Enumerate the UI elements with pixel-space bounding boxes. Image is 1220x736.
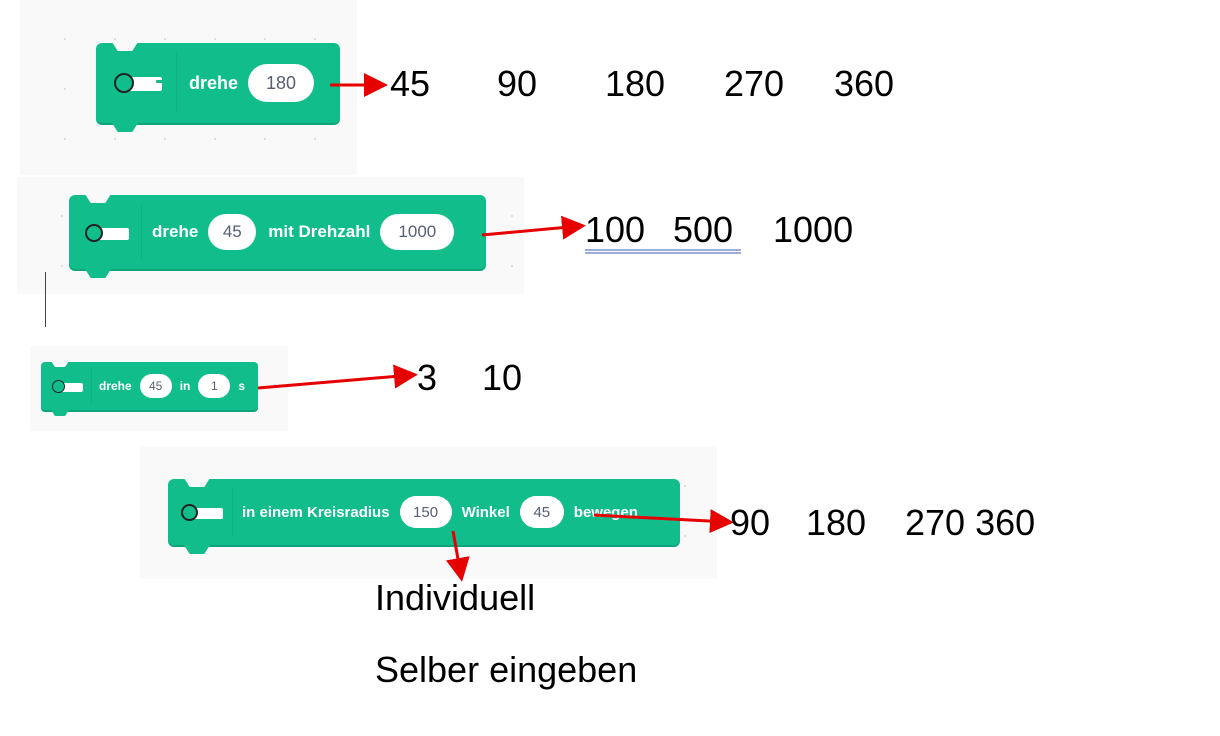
- turn-time-angle-input[interactable]: 45: [139, 374, 172, 398]
- speed-label: mit Drehzahl: [268, 222, 371, 241]
- robot-distance-sensor-icon: [49, 377, 83, 395]
- angle-option: 180: [806, 502, 867, 543]
- robot-distance-sensor-icon: [110, 68, 164, 98]
- angle-label: Winkel: [461, 503, 510, 521]
- radius-note-enter-yourself: Selber eingeben: [375, 649, 638, 690]
- arrow-time-options: [257, 364, 418, 390]
- robot-distance-sensor-icon: [81, 219, 131, 245]
- circle-angle-input[interactable]: 45: [519, 496, 564, 528]
- arrow-radius-note: [446, 530, 470, 582]
- speed-option: 1000: [773, 209, 854, 250]
- turn-speed-angle-input[interactable]: 45: [208, 214, 257, 250]
- angle-option: 90: [730, 502, 771, 543]
- turn-time-label: drehe: [99, 379, 132, 393]
- radius-input[interactable]: 150: [399, 496, 452, 528]
- speed-option: 500: [673, 209, 734, 250]
- seconds-unit-label: s: [238, 379, 246, 393]
- turn-option: 360: [834, 63, 895, 104]
- time-input[interactable]: 1: [198, 374, 231, 398]
- circle-move-block[interactable]: in einem Kreisradius 150 Winkel 45 beweg…: [168, 478, 680, 554]
- speed-input[interactable]: 1000: [380, 214, 455, 250]
- angle-option: 270 360: [905, 502, 1036, 543]
- turn-option: 45: [390, 63, 431, 104]
- speed-option: 100: [585, 209, 646, 250]
- turn-time-block[interactable]: drehe 45 in 1 s: [41, 361, 258, 416]
- turn-option: 90: [497, 63, 538, 104]
- time-option: 10: [482, 357, 523, 398]
- turn-speed-block[interactable]: drehe 45 mit Drehzahl 1000: [69, 194, 486, 278]
- turn-block[interactable]: drehe 180: [96, 42, 340, 132]
- turn-speed-label: drehe: [152, 222, 199, 241]
- turn-angle-input[interactable]: 180: [248, 64, 315, 102]
- turn-option: 270: [724, 63, 785, 104]
- robot-distance-sensor-icon: [178, 500, 224, 524]
- in-label: in: [179, 379, 191, 393]
- text-cursor-line: [45, 272, 46, 327]
- arrow-speed-options: [481, 215, 586, 240]
- radius-note-individual: Individuell: [375, 577, 536, 618]
- arrow-angle-options: [593, 509, 734, 534]
- time-option: 3: [417, 357, 438, 398]
- turn-label: drehe: [189, 72, 239, 93]
- circle-radius-label: in einem Kreisradius: [242, 503, 390, 521]
- turn-option: 180: [605, 63, 666, 104]
